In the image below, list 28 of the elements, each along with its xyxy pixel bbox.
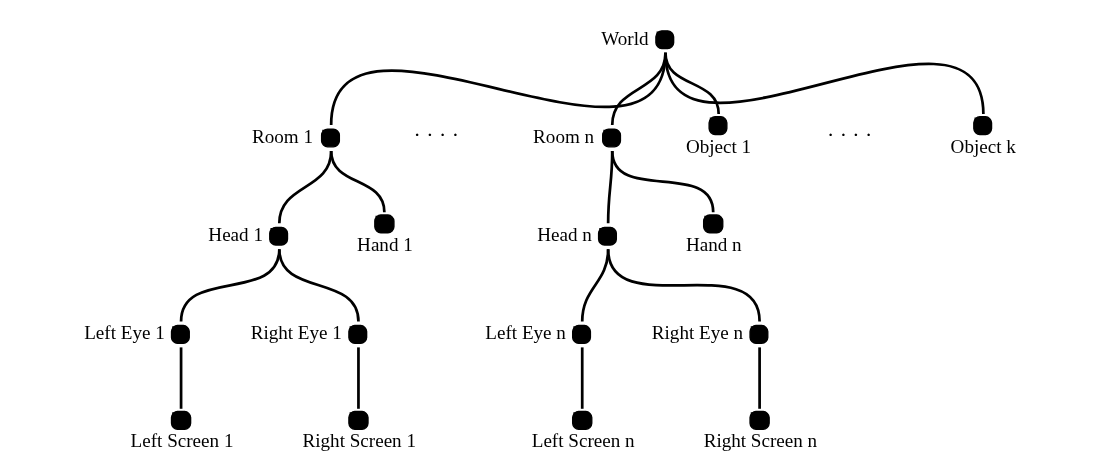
connector bbox=[179, 346, 182, 409]
node-label: Head 1 bbox=[207, 223, 263, 245]
node-label: Head n bbox=[536, 223, 592, 245]
node-label: Right Eye 1 bbox=[250, 321, 342, 343]
node-label: Right Screen 1 bbox=[302, 429, 416, 451]
node-label: Left Eye 1 bbox=[83, 321, 165, 343]
node-label: Object k bbox=[950, 135, 1016, 157]
label: · · · · bbox=[826, 122, 872, 147]
node-label: Room 1 bbox=[251, 125, 313, 147]
node-label: Left Screen 1 bbox=[130, 429, 233, 451]
node-label: Room n bbox=[532, 125, 594, 147]
connector bbox=[757, 346, 761, 409]
node-label: Left Screen n bbox=[531, 429, 635, 451]
node-label: Hand 1 bbox=[356, 233, 413, 255]
connector bbox=[277, 248, 360, 322]
connector bbox=[356, 346, 360, 409]
label: · · · · bbox=[413, 122, 459, 147]
node-label: Left Eye n bbox=[484, 321, 566, 343]
node-label: Right Eye n bbox=[651, 321, 743, 343]
node-label: Hand n bbox=[685, 233, 742, 255]
connector bbox=[610, 150, 715, 213]
node-label: Right Screen n bbox=[703, 429, 817, 451]
node-label: Object 1 bbox=[685, 135, 751, 157]
connector bbox=[329, 150, 386, 212]
node-label: World bbox=[600, 27, 649, 49]
connector bbox=[606, 248, 761, 322]
connector bbox=[580, 346, 584, 409]
connector bbox=[663, 51, 985, 114]
